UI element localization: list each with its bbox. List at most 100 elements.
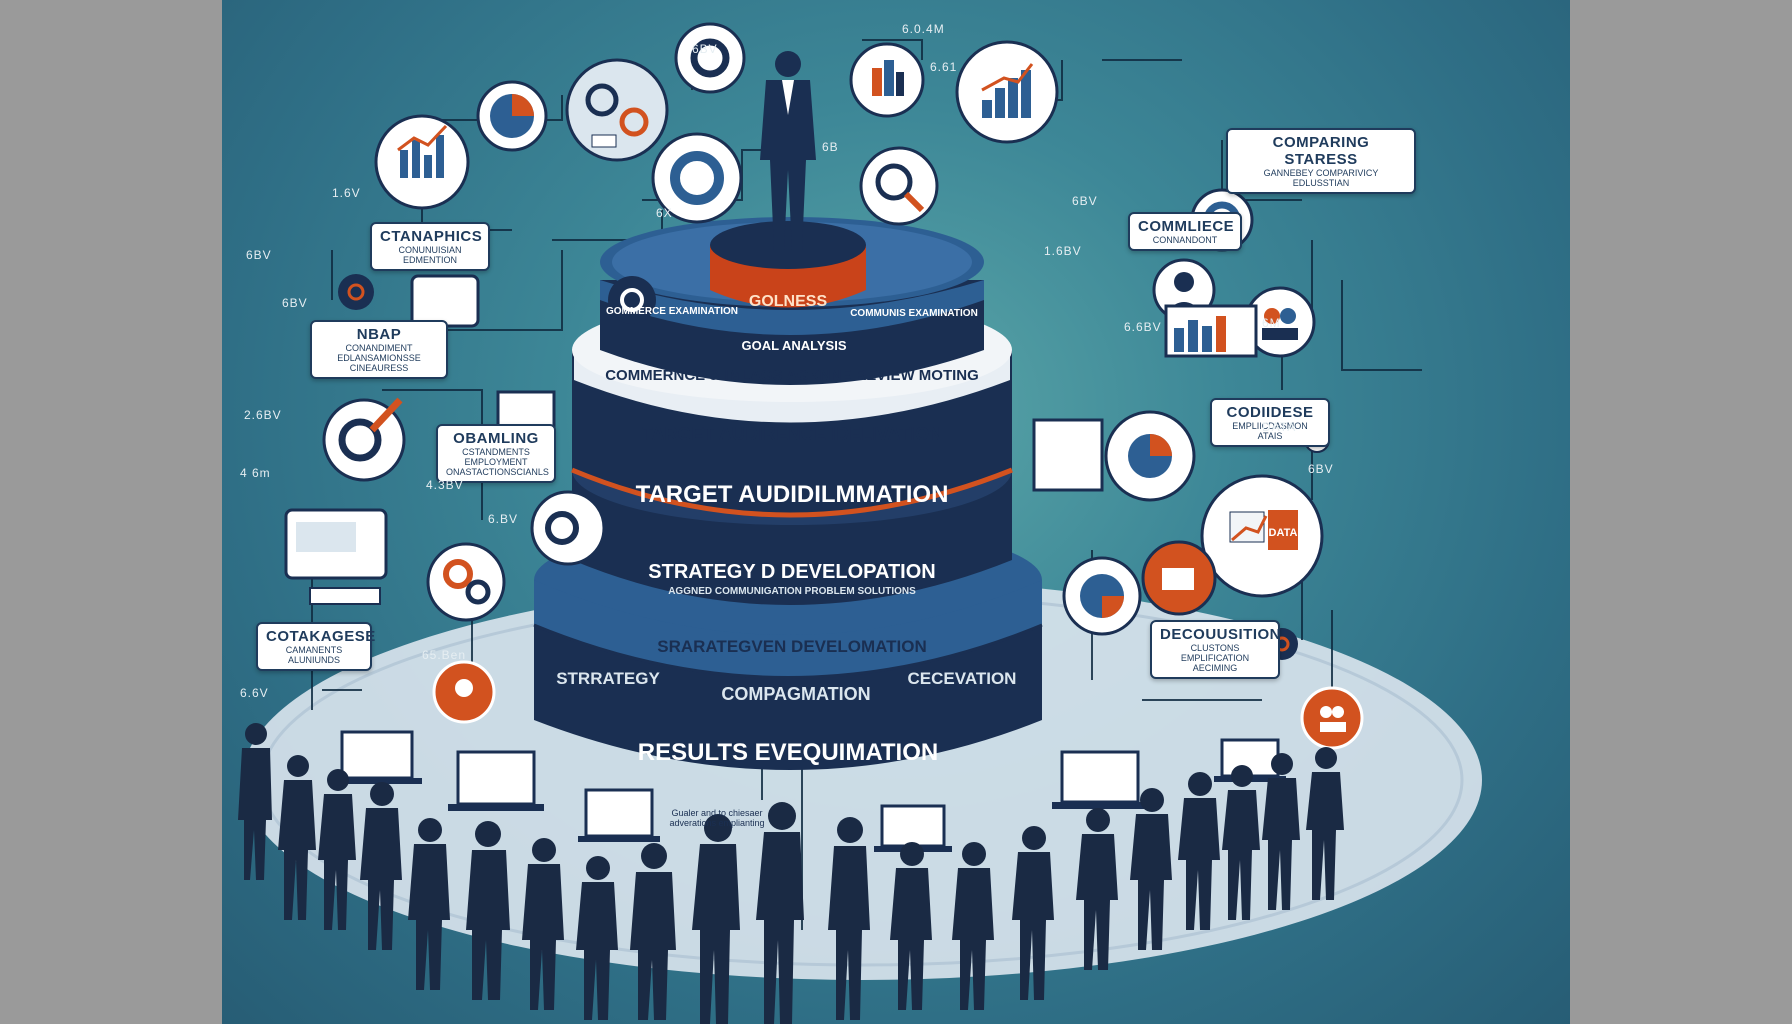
person-2 [278,755,316,920]
label-statistics-sub: CONUNUISIAN EDMENTION [398,245,462,265]
person-8 [576,856,618,1020]
gears-note: Gualer and to chiesaer adverations empli… [662,808,772,828]
label-combodese-title: CODIIDESE [1226,404,1314,421]
tier-base-band [534,580,1042,678]
chart-circle-right [1141,540,1217,616]
label-obamling: OBAMLING CSTANDMENTS EMPLOYMENT ONASTACT… [436,424,556,483]
tier1-center-label: GOAL ANALYSIS [742,338,847,353]
label-obamling-title: OBAMLING [453,430,539,447]
small-4: 6X [656,206,673,220]
person-6 [466,821,510,1000]
tier2-band-label: TARGET AUDIRENCE IDELIVATION [642,424,942,444]
person-5 [408,818,450,990]
gear-circle-top [674,22,746,94]
tier4-center-label: COMPAGMATION [721,684,870,704]
small-8: 4.3BV [426,478,464,492]
small-12: 6.6BV [1124,320,1162,334]
label-comparing-title: COMPARING STARESS [1272,134,1370,168]
label-obamling-sub: CSTANDMENTS EMPLOYMENT ONASTACTIONSCIANL… [446,447,549,477]
small-13: 6BV [1308,462,1334,476]
small-14: 6.BV [488,512,519,526]
pie-circle [476,80,548,152]
person-15 [1012,826,1054,1000]
person-4 [360,782,402,950]
note-card [410,274,480,328]
small-10: 6BV [1072,194,1098,208]
label-competence: COMMLIECE CONNANDONT [1128,212,1242,251]
chart-circle-left [374,114,470,210]
person-17 [1130,788,1172,950]
gear-small-1 [608,276,656,324]
label-comparing-sub: GANNEBEY COMPARIVICY EDLUSSTIAN [1263,168,1379,188]
growth-circle [955,40,1059,144]
label-statistics: CTANAPHICS CONUNUISIAN EDMENTION [370,222,490,271]
stack [533,217,1043,770]
laptop-3 [578,788,660,842]
leader-figure [760,51,816,250]
laptop-5 [1052,750,1148,809]
person-9 [630,843,676,1020]
tier3-sub-label: AGGNED COMMUNIGATION PROBLEM SOLUTIONS [668,586,916,597]
person-11 [756,802,804,1024]
person-1 [238,723,272,880]
person-19 [1222,765,1260,920]
tier3-main-label: STRATEGY D DEVELOPATION [648,561,935,583]
small-15: DATA [1262,420,1297,434]
person-7 [522,838,564,1010]
person-14 [952,842,994,1010]
top-cylinder-top [710,221,866,269]
label-nbap: NBAP CONANDIMENT EDLANSAMIONSSE CINEAURE… [310,320,448,379]
small-9: 6.6V [240,686,269,700]
label-competence-title: COMMLIECE [1138,218,1235,235]
small-20: 6.61 [930,60,958,74]
gear-circle-left [322,397,406,482]
screens [284,274,1286,852]
small-3: 1.6V [332,186,361,200]
gear-panel-circle [565,58,669,162]
small-16: 6M [1262,316,1281,330]
infographic-svg: DATA [238,22,1482,1024]
small-7: 4 6m [240,466,271,480]
tier1-right-label: COMMUNIS EXAMINATION [850,308,978,319]
gears-circle-mid [530,490,606,566]
small-6: 2.6BV [244,408,282,422]
location-pin [432,660,496,724]
small-5: 6BV [282,296,308,310]
bar-circle-top [849,42,925,118]
gear-circle-big [651,132,743,224]
people-circle [1300,686,1364,750]
label-nbap-title: NBAP [356,326,402,343]
tier4-right-label: CECEVATION [908,669,1017,688]
label-statistics-title: CTANAPHICS [380,228,483,245]
label-nbap-sub: CONANDIMENT EDLANSAMIONSSE CINEAURESS [337,343,421,373]
person-20 [1262,753,1300,910]
person-21 [1306,747,1344,900]
label-combodese: CODIIDESE EMPLIICDASMON ATAIS [1210,398,1330,447]
label-decouusition-title: DECOUUSITION [1160,626,1282,643]
tier4-left-label: STRRATEGY [556,669,660,688]
person-16 [1076,808,1118,970]
label-decouusition: DECOUUSITION CLUSTONS EMPLIFICATION AECI… [1150,620,1282,679]
gears-circle-low [426,542,506,622]
label-cotakagese-sub: CAMANENTS ALUNIUNDS [285,645,343,665]
lens-circle [859,146,939,226]
data-badge: DATA [1269,527,1298,539]
person-18 [1178,772,1220,930]
small-19: 65.Ben [422,648,467,662]
small-1: 6BV [692,42,718,56]
label-cotakagese: COTAKAGESE CAMANENTS ALUNIUNDS [256,622,376,671]
label-cotakagese-title: COTAKAGESE [266,628,376,645]
small-17: 6BV [246,248,272,262]
tier2-main-label: TARGET AUDIDILMMATION [636,481,949,508]
gear-small-2 [338,274,374,310]
tier1-left-label: GOMMERCE EXAMINATION [606,306,738,317]
laptop-2 [448,750,544,811]
laptop-1 [332,730,422,784]
person-3 [318,769,356,930]
data-circle: DATA [1200,474,1324,598]
person-10 [692,814,740,1024]
tier1-band-label: COMMERNCE & IMLAGS AGKNNE REVIEW MOTING [605,367,979,384]
person-12 [828,817,870,1020]
label-competence-sub: CONNANDONT [1152,235,1218,245]
